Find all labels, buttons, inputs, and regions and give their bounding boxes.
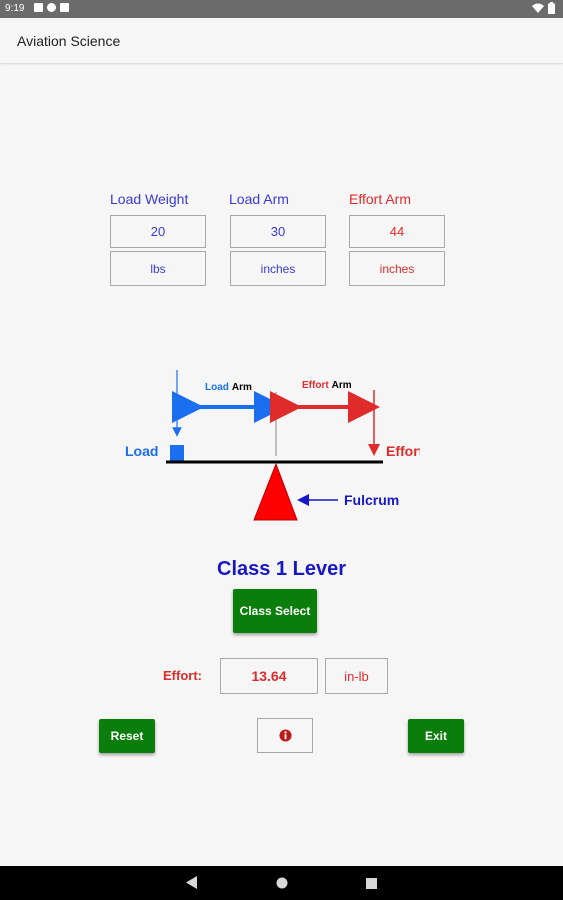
home-icon (276, 877, 288, 889)
arm-word: Arm (232, 382, 252, 393)
reset-button[interactable]: Reset (99, 719, 155, 753)
load-text: Load (125, 443, 158, 459)
effort-text: Effort (386, 443, 420, 459)
load-weight-input[interactable]: 20 (110, 215, 206, 248)
back-button[interactable] (186, 876, 197, 894)
exit-button[interactable]: Exit (408, 719, 464, 753)
status-time: 9:19 (5, 3, 25, 14)
load-arm-input[interactable]: 30 (230, 215, 326, 248)
info-icon (279, 729, 291, 742)
battery-icon (548, 2, 555, 14)
app-bar: Aviation Science (0, 18, 563, 64)
notification-icon (34, 3, 43, 12)
notification-icon (60, 3, 69, 12)
arm-word: Arm (332, 380, 352, 391)
notification-icon (47, 3, 56, 12)
load-arm-unit-selector[interactable]: inches (230, 251, 326, 286)
navigation-bar (0, 866, 563, 900)
load-weight-unit-selector[interactable]: lbs (110, 251, 206, 286)
effort-result-label: Effort: (163, 668, 202, 683)
class-select-button[interactable]: Class Select (233, 589, 317, 633)
effort-arm-label: Effort Arm (349, 191, 411, 207)
lever-class-title: Class 1 Lever (217, 558, 346, 580)
app-title: Aviation Science (17, 33, 121, 49)
load-weight-label: Load Weight (110, 191, 189, 207)
effort-arm-word: Effort (302, 380, 329, 391)
back-icon (186, 876, 197, 889)
effort-unit-selector[interactable]: in-lb (325, 658, 388, 694)
effort-arm-input[interactable]: 44 (349, 215, 445, 248)
status-bar: 9:19 (0, 0, 563, 18)
load-arm-word: Load (205, 382, 229, 393)
wifi-icon (532, 3, 544, 13)
load-block (170, 445, 184, 461)
effort-arm-unit-selector[interactable]: inches (349, 251, 445, 286)
effort-result-value: 13.64 (220, 658, 318, 694)
home-button[interactable] (276, 876, 288, 894)
fulcrum-text: Fulcrum (344, 492, 399, 508)
recents-button[interactable] (366, 876, 377, 894)
load-arm-label: Load Arm (229, 191, 289, 207)
recents-icon (366, 878, 377, 889)
fulcrum-triangle (253, 462, 298, 521)
notification-icons (34, 3, 69, 12)
info-button[interactable] (257, 718, 313, 753)
